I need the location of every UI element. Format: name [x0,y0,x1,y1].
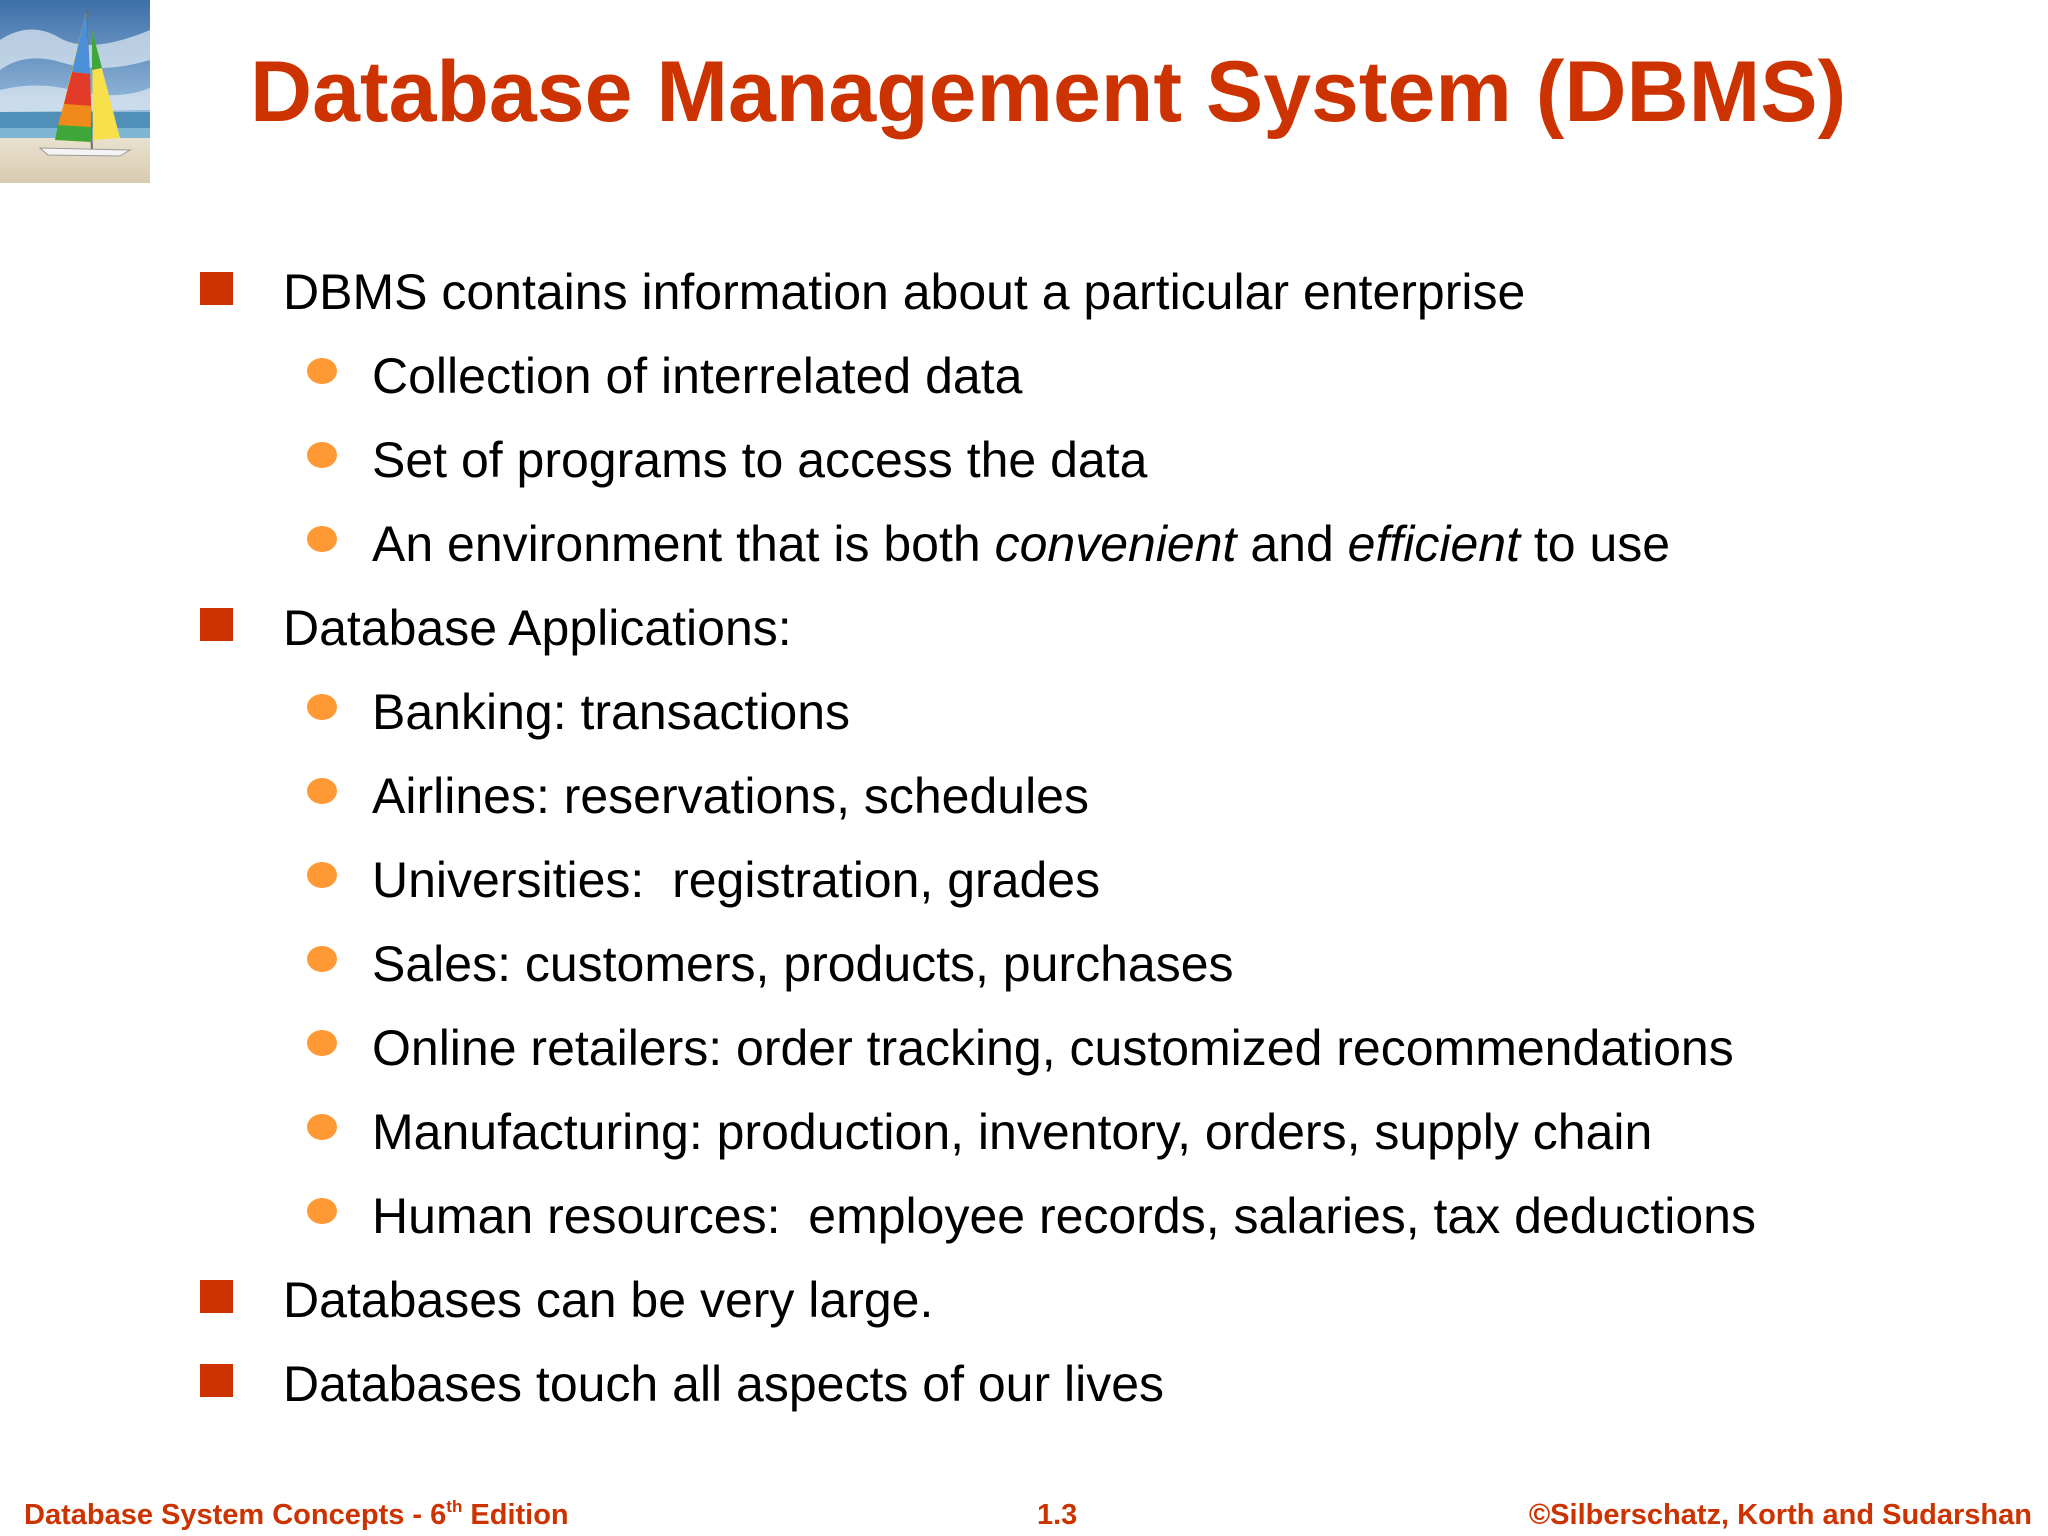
sub-list-item-text: Online retailers: order tracking, custom… [372,1020,1734,1076]
sub-list-item-text: Set of programs to access the data [372,432,1148,488]
round-bullet-icon [307,1030,337,1056]
sailboat-beach-icon [0,0,150,183]
emphasis-convenient: convenient [994,516,1237,572]
sub-list-item-text: Sales: customers, products, purchases [372,936,1234,992]
round-bullet-icon [307,526,337,552]
emphasis-efficient: efficient [1347,516,1520,572]
list-item-text: DBMS contains information about a partic… [283,264,1526,320]
list-item-text: Databases can be very large. [283,1272,934,1328]
round-bullet-icon [307,358,337,384]
footer-book-title: Database System Concepts - 6th Edition [24,1497,569,1531]
sub-list-item-text: An environment that is both convenient a… [372,516,1671,572]
sub-list-item-text: Collection of interrelated data [372,348,1023,404]
round-bullet-icon [307,946,337,972]
slide-title: Database Management System (DBMS) [250,44,1847,140]
round-bullet-icon [307,862,337,888]
square-bullet-icon [200,608,233,641]
sub-list-item-text: Airlines: reservations, schedules [372,768,1089,824]
list-item-text: Database Applications: [283,600,792,656]
square-bullet-icon [200,1280,233,1313]
sub-list-item-text: Manufacturing: production, inventory, or… [372,1104,1653,1160]
round-bullet-icon [307,1114,337,1140]
round-bullet-icon [307,442,337,468]
square-bullet-icon [200,1364,233,1397]
footer-page-number: 1.3 [1037,1499,1078,1531]
sub-list-item-text: Banking: transactions [372,684,851,740]
round-bullet-icon [307,694,337,720]
round-bullet-icon [307,1198,337,1224]
sub-list-item-text: Universities: registration, grades [372,852,1101,908]
round-bullet-icon [307,778,337,804]
footer-copyright: ©Silberschatz, Korth and Sudarshan [1528,1499,2032,1531]
square-bullet-icon [200,272,233,305]
list-item-text: Databases touch all aspects of our lives [283,1356,1165,1412]
sub-list-item-text: Human resources: employee records, salar… [372,1188,1756,1244]
